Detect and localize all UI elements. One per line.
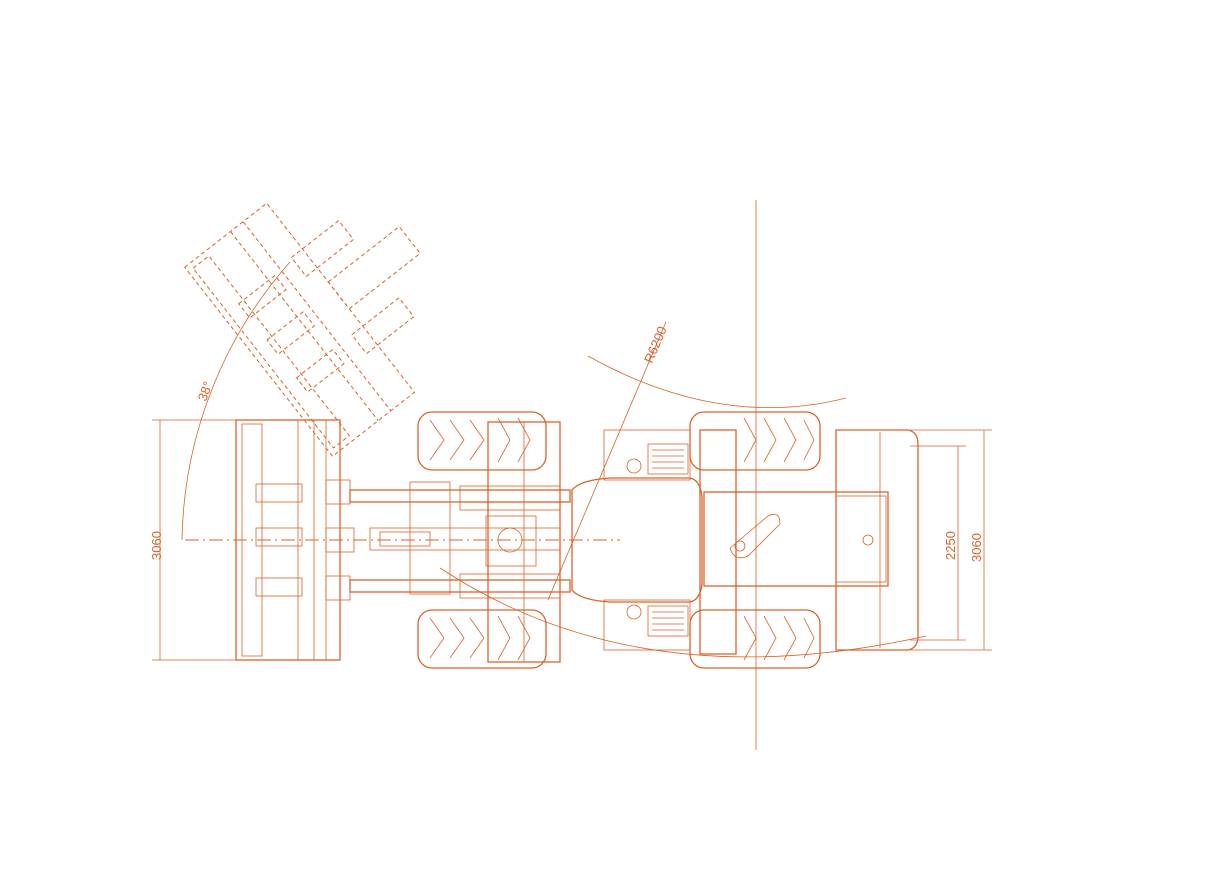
overall-width-dimension xyxy=(910,429,992,651)
cab-vent-grid-bottom xyxy=(647,605,689,637)
counterweight xyxy=(835,429,919,651)
rear-right-tire xyxy=(689,609,821,669)
overall-width-label: 3060 xyxy=(969,533,984,562)
rear-frame xyxy=(703,491,889,587)
turning-radius-label: R6200 xyxy=(641,324,670,365)
cab xyxy=(571,429,703,651)
turning-radius-leader xyxy=(547,321,667,601)
bucket-width-label: 3060 xyxy=(149,531,164,560)
front-right-tire xyxy=(417,609,547,669)
rear-left-tire xyxy=(689,411,821,471)
wheel-track-dimension xyxy=(910,445,966,641)
turn-angle-label: 38° xyxy=(195,379,216,403)
front-axle xyxy=(487,421,561,663)
turning-radius-arc-lower xyxy=(439,567,927,658)
steering-angle-arc xyxy=(181,261,291,541)
front-left-tire xyxy=(417,411,547,471)
bucket-width-dimension xyxy=(152,419,240,661)
front-bucket xyxy=(235,419,355,661)
cab-vent-grid-top xyxy=(647,443,689,475)
turning-radius-arc xyxy=(587,355,847,409)
turned-bucket-outline xyxy=(184,202,421,458)
rear-axle xyxy=(699,429,737,655)
wheel-track-label: 2250 xyxy=(943,531,958,560)
